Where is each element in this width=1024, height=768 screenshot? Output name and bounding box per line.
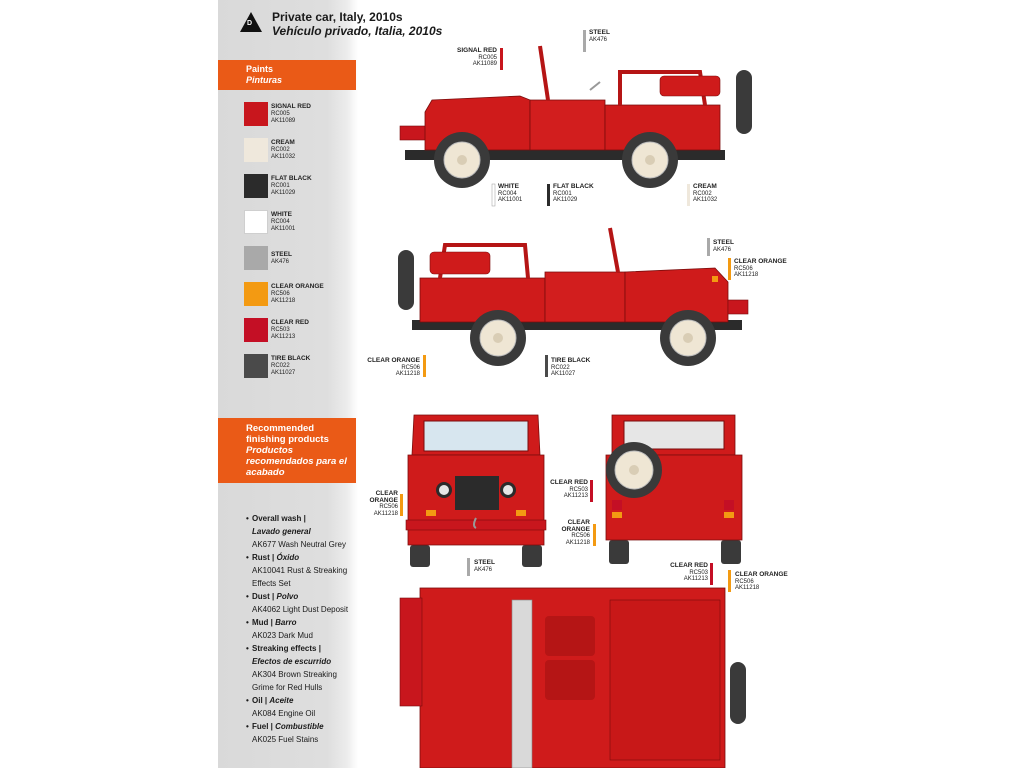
- swatch-clear-orange: [244, 282, 268, 306]
- swatch-steel: [244, 246, 268, 270]
- page-title: Private car, Italy, 2010s: [272, 10, 403, 24]
- swatch-white: [244, 210, 268, 234]
- left-panel: [218, 0, 358, 768]
- scheme-badge: D: [240, 12, 262, 32]
- swatch-signal-red: [244, 102, 268, 126]
- swatch-clear-red: [244, 318, 268, 342]
- swatch-flat-black: [244, 174, 268, 198]
- side-view-right: [398, 227, 749, 366]
- swatch-cream: [244, 138, 268, 162]
- finishing-list: •Overall wash | Lavado general AK677 Was…: [246, 514, 349, 744]
- front-view: [405, 414, 547, 567]
- page-subtitle: Vehículo privado, Italia, 2010s: [272, 24, 443, 38]
- side-view-left: [399, 45, 752, 188]
- finishing-header: Recommended finishing products Productos…: [218, 418, 356, 483]
- swatch-tire-black: [244, 354, 268, 378]
- top-view: [399, 587, 746, 768]
- paints-header: Paints Pinturas: [218, 60, 356, 90]
- rear-view: [605, 414, 743, 564]
